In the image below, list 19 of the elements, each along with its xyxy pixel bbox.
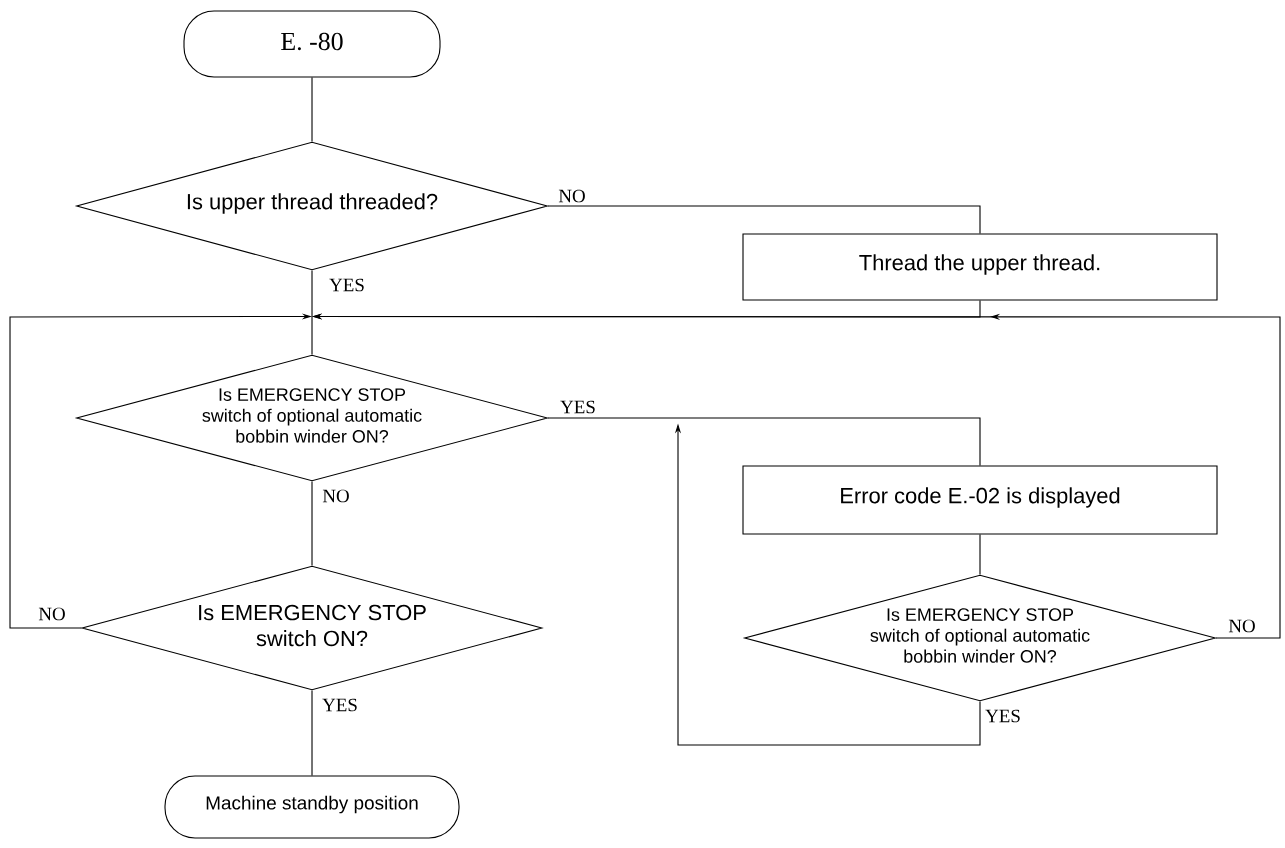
connector [547, 417, 981, 466]
process-box: Thread the upper thread. [742, 233, 1218, 301]
edge-label: YES [328, 277, 366, 293]
connector [311, 77, 313, 142]
connector [311, 270, 313, 355]
connector [547, 205, 981, 234]
process-box: Error code E.-02 is displayed [742, 465, 1218, 535]
edge-label: YES [321, 697, 359, 713]
edge-label: NO [1227, 618, 1257, 634]
connector [311, 690, 313, 776]
end-terminal: Machine standby position [164, 775, 460, 839]
connector [979, 534, 981, 575]
edge-label: NO [37, 606, 67, 622]
edge-label: YES [984, 708, 1022, 724]
edge-label: NO [321, 488, 351, 504]
edge-label: NO [557, 188, 587, 204]
connector [311, 481, 313, 566]
start-terminal: E. -80 [183, 10, 441, 78]
edge-label: YES [559, 399, 597, 415]
